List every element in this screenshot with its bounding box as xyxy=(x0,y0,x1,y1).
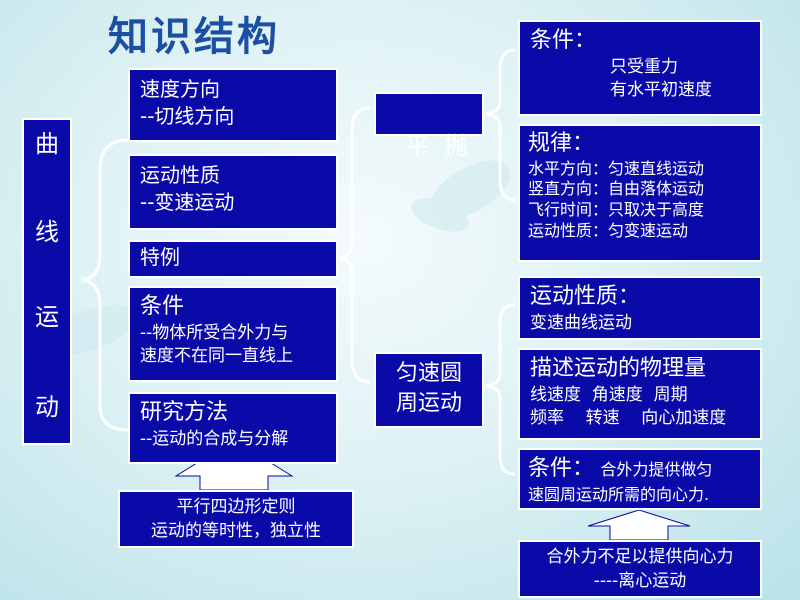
motion-nature-head: 运动性质 xyxy=(140,163,220,187)
box-circular-nature: 运动性质： 变速曲线运动 xyxy=(518,276,762,340)
method-note-line-2: 运动的等时性，独立性 xyxy=(151,520,321,541)
box-projectile: 平 抛 xyxy=(374,92,484,160)
root-char-2: 线 xyxy=(35,218,59,247)
projectile-law-line-3: 飞行时间：只取决于高度 xyxy=(528,200,705,220)
condition-head: 条件 xyxy=(140,294,185,319)
box-special-case: 特例 xyxy=(128,240,338,278)
centrifugal-line-1: 合外力不足以提供向心力 xyxy=(546,547,734,567)
box-condition: 条件 --物体所受合外力与 速度不在同一直线上 xyxy=(128,286,338,382)
method-note-line-1: 平行四边形定则 xyxy=(176,497,296,517)
root-char-3: 运 xyxy=(35,302,59,331)
box-method-note: 平行四边形定则 运动的等时性，独立性 xyxy=(118,490,354,548)
special-case-head: 特例 xyxy=(140,245,180,269)
circular-condition-line-2: 速圆周运动所需的向心力. xyxy=(528,484,710,504)
box-velocity-direction: 速度方向 --切线方向 xyxy=(128,68,338,142)
projectile-law-line-2: 竖直方向：自由落体运动 xyxy=(528,179,705,199)
box-projectile-condition: 条件： 只受重力 有水平初速度 xyxy=(518,20,762,116)
projectile-law-head: 规律： xyxy=(528,131,595,156)
circular-label-2: 周运动 xyxy=(395,390,462,416)
velocity-direction-sub: --切线方向 xyxy=(140,104,235,128)
condition-sub-1: --物体所受合外力与 xyxy=(140,322,289,343)
research-method-sub: --运动的合成与分解 xyxy=(140,428,289,449)
circular-label-1: 匀速圆 xyxy=(395,361,462,386)
projectile-law-line-1: 水平方向：匀速直线运动 xyxy=(528,158,705,178)
root-curvilinear-motion: 曲 线 运 动 xyxy=(22,118,72,445)
motion-nature-sub: --变速运动 xyxy=(140,190,235,214)
circular-condition-head: 条件： xyxy=(528,456,595,481)
projectile-condition-line-2: 有水平初速度 xyxy=(610,79,712,100)
box-circular-quantities: 描述运动的物理量 线速度 角速度 周期 频率 转速 向心加速度 xyxy=(518,348,762,440)
projectile-condition-head: 条件： xyxy=(530,28,597,53)
box-uniform-circular: 匀速圆 周运动 xyxy=(374,352,484,428)
box-research-method: 研究方法 --运动的合成与分解 xyxy=(128,392,338,464)
circular-condition-tail: 合外力提供做匀 xyxy=(600,460,713,479)
page-title: 知识结构 xyxy=(108,14,280,60)
circular-quantities-line-1: 线速度 角速度 周期 xyxy=(530,384,688,405)
circular-quantities-head: 描述运动的物理量 xyxy=(530,356,707,381)
circular-nature-sub: 变速曲线运动 xyxy=(530,312,632,333)
projectile-condition-line-1: 只受重力 xyxy=(610,56,678,77)
projectile-label: 平 抛 xyxy=(405,132,469,161)
velocity-direction-head: 速度方向 xyxy=(140,77,220,101)
condition-sub-2: 速度不在同一直线上 xyxy=(140,345,293,366)
centrifugal-line-2: ----离心运动 xyxy=(593,570,687,591)
box-motion-nature: 运动性质 --变速运动 xyxy=(128,154,338,230)
research-method-head: 研究方法 xyxy=(140,400,229,425)
root-char-1: 曲 xyxy=(35,130,59,158)
circular-quantities-line-2: 频率 转速 向心加速度 xyxy=(530,407,727,428)
circular-nature-head: 运动性质： xyxy=(530,284,641,309)
box-circular-condition: 条件： 合外力提供做匀 速圆周运动所需的向心力. xyxy=(518,448,762,510)
box-centrifugal: 合外力不足以提供向心力 ----离心运动 xyxy=(518,540,762,598)
root-char-4: 动 xyxy=(35,393,59,422)
box-projectile-law: 规律： 水平方向：匀速直线运动 竖直方向：自由落体运动 飞行时间：只取决于高度 … xyxy=(518,124,762,262)
projectile-law-line-4: 运动性质：匀变速运动 xyxy=(528,220,689,240)
